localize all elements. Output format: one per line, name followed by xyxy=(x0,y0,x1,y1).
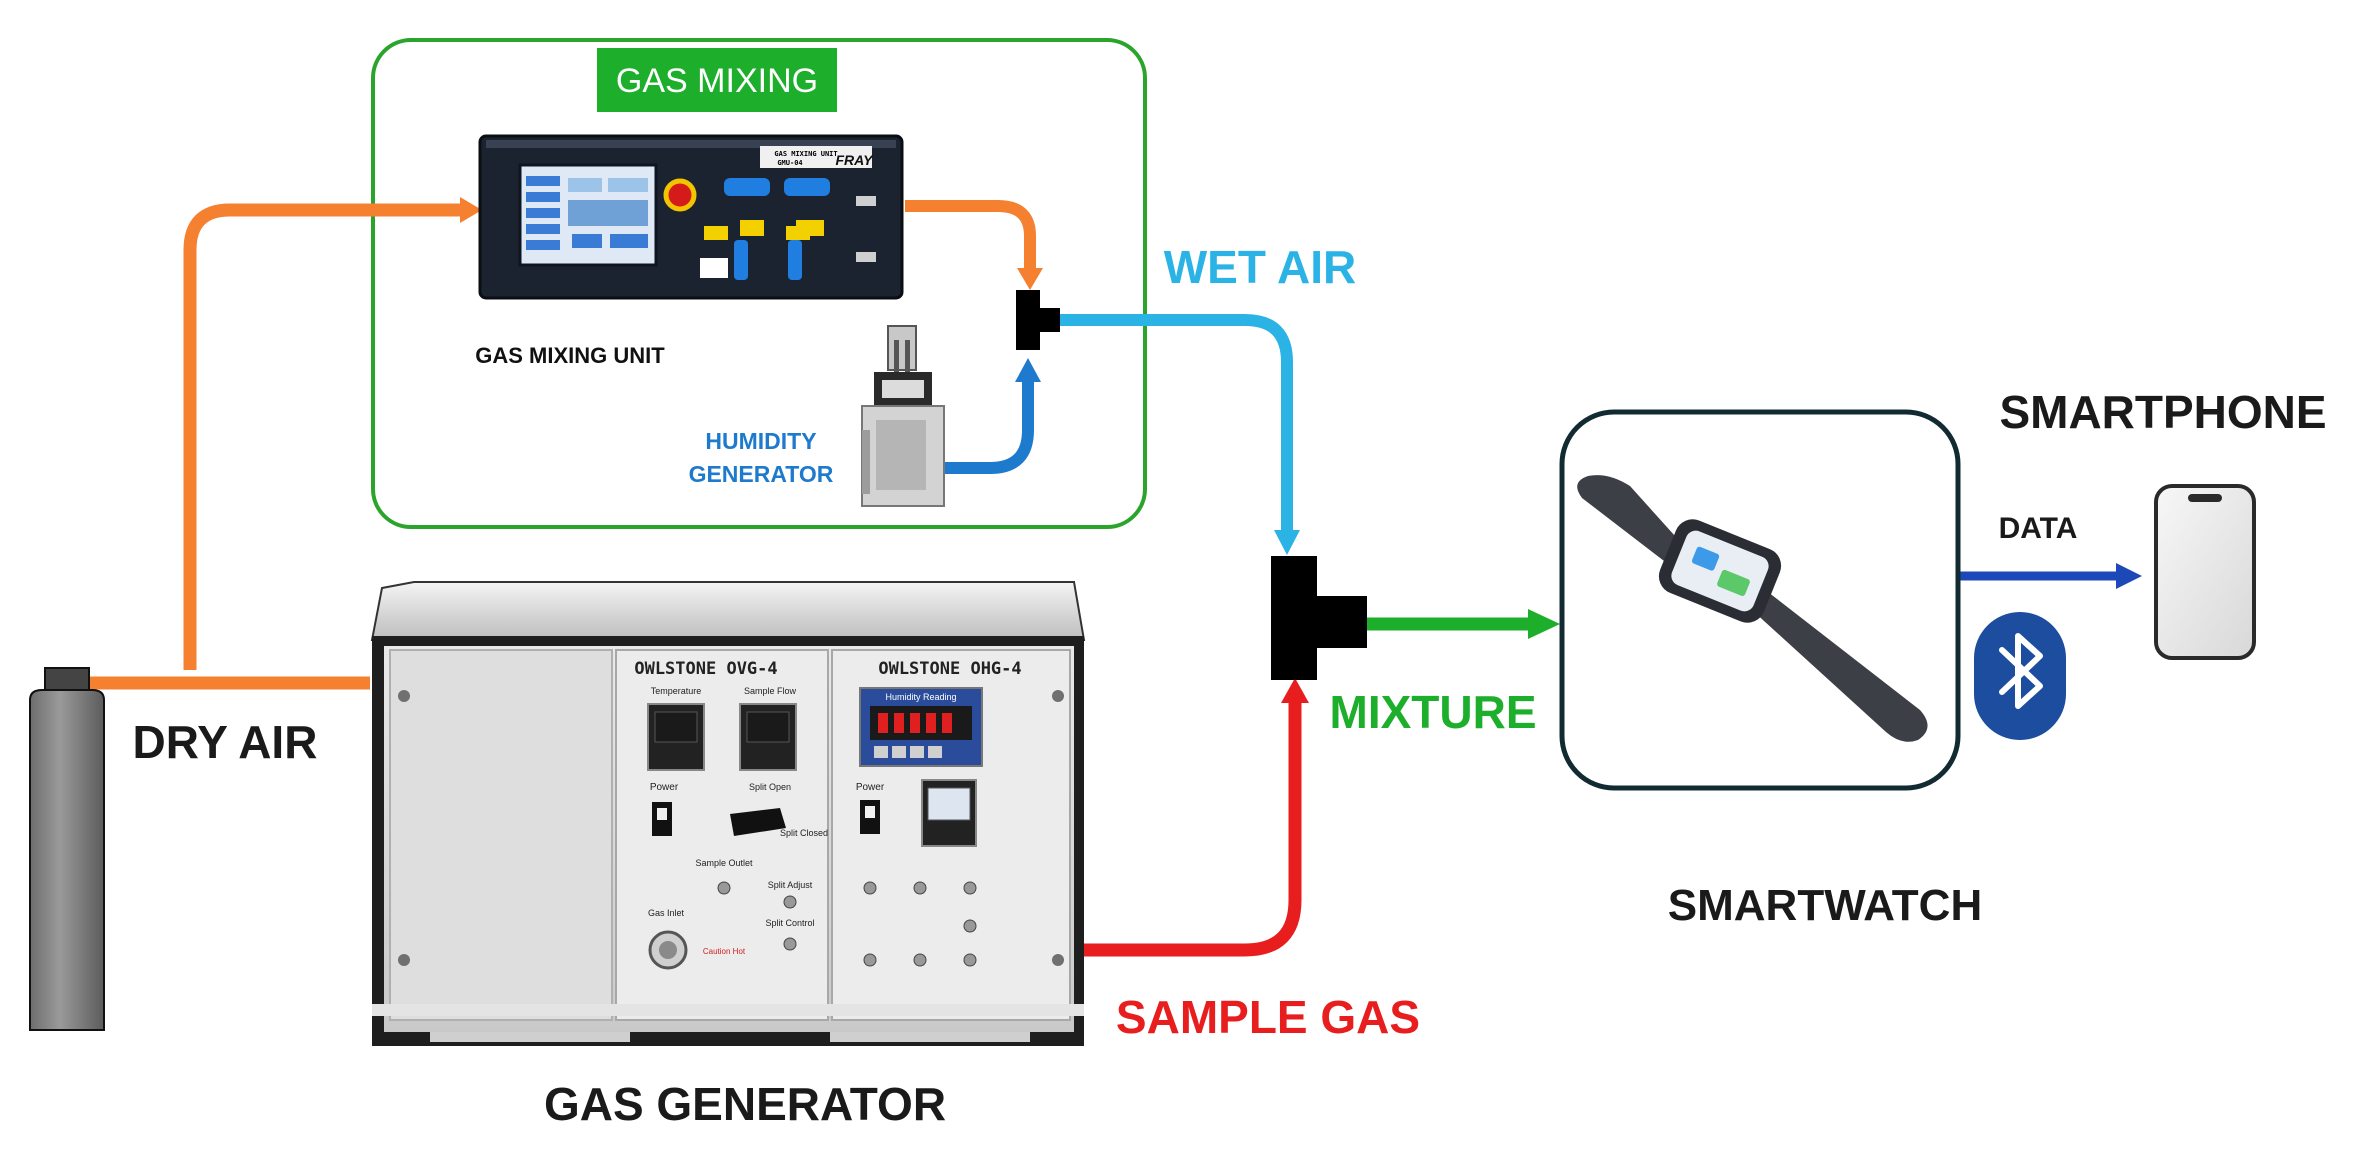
gas-generator-device: OWLSTONE OVG-4 Temperature Sample Flow P… xyxy=(370,581,1086,1046)
smartwatch-device xyxy=(1577,475,1928,742)
mixture-tee-connector xyxy=(1271,556,1367,680)
mixing-unit-plate-line2: GMU-04 xyxy=(777,159,802,167)
mixing-unit-outlet-pipe xyxy=(905,200,1036,270)
ovg-power-label: Power xyxy=(650,782,679,793)
gas-generator-label: GAS GENERATOR xyxy=(544,1078,946,1130)
ovg-sample-outlet-port xyxy=(717,881,731,895)
ovg-caution-label: Caution Hot xyxy=(703,947,746,956)
mixture-label: MIXTURE xyxy=(1330,686,1537,738)
ovg-split-adjust-label: Split Adjust xyxy=(768,880,813,890)
ovg-gas-inlet-label: Gas Inlet xyxy=(648,908,685,918)
humidity-generator-label-line2: GENERATOR xyxy=(689,461,834,487)
dry-air-arrowhead-mixer xyxy=(460,197,482,223)
mixing-unit-outlet-arrowhead xyxy=(1017,268,1043,290)
ovg-temperature-label: Temperature xyxy=(651,686,702,696)
data-label: DATA xyxy=(1999,512,2078,545)
gas-mixing-unit-device: GAS MIXING UNIT GMU-04 FRAY xyxy=(478,134,904,300)
gas-mixing-title: GAS MIXING xyxy=(616,62,818,100)
sample-gas-label: SAMPLE GAS xyxy=(1116,991,1420,1043)
ovg-split-closed-label: Split Closed xyxy=(780,828,828,838)
ohg-brand: OWLSTONE OHG-4 xyxy=(878,659,1021,679)
smartphone-device xyxy=(2154,484,2256,660)
gas-mixing-group-box xyxy=(371,38,1147,529)
dry-air-label: DRY AIR xyxy=(133,716,318,768)
data-arrowhead xyxy=(2116,563,2142,589)
wet-air-pipe xyxy=(1058,314,1293,530)
sample-gas-arrowhead xyxy=(1281,678,1309,703)
dry-air-pipe-branch xyxy=(183,203,460,670)
wet-air-tee-connector xyxy=(1016,290,1060,350)
ovg-split-open-label: Split Open xyxy=(749,782,791,792)
wet-air-label: WET AIR xyxy=(1164,241,1357,293)
ovg-split-control-label: Split Control xyxy=(765,918,814,928)
gas-mixing-badge xyxy=(597,48,837,112)
humidity-generator-device xyxy=(861,325,945,507)
humidity-arrowhead xyxy=(1015,358,1041,382)
sample-gas-pipe xyxy=(1080,700,1302,957)
mixture-arrowhead xyxy=(1528,609,1560,639)
smartphone-label: SMARTPHONE xyxy=(1999,386,2326,438)
mixing-unit-brand: FRAY xyxy=(835,152,874,168)
ohg-power-label: Power xyxy=(856,782,885,793)
ovg-sample-outlet-label: Sample Outlet xyxy=(695,858,753,868)
dry-air-cylinder xyxy=(29,667,105,1031)
ovg-split-control-port xyxy=(783,937,797,951)
humidity-pipe xyxy=(940,380,1034,474)
ohg-humidity-reading-label: Humidity Reading xyxy=(885,692,956,702)
humidity-generator-label-line1: HUMIDITY xyxy=(705,428,816,454)
ovg-split-knob xyxy=(730,808,786,836)
wet-air-arrowhead xyxy=(1274,530,1300,555)
gas-mixing-unit-label: GAS MIXING UNIT xyxy=(475,343,665,368)
smartwatch-label: SMARTWATCH xyxy=(1668,881,1982,930)
ovg-split-adjust-port xyxy=(783,895,797,909)
ovg-sample-flow-label: Sample Flow xyxy=(744,686,797,696)
mixing-unit-plate-line1: GAS MIXING UNIT xyxy=(774,150,837,158)
ovg-brand: OWLSTONE OVG-4 xyxy=(634,659,777,679)
bluetooth-icon xyxy=(1974,612,2066,740)
